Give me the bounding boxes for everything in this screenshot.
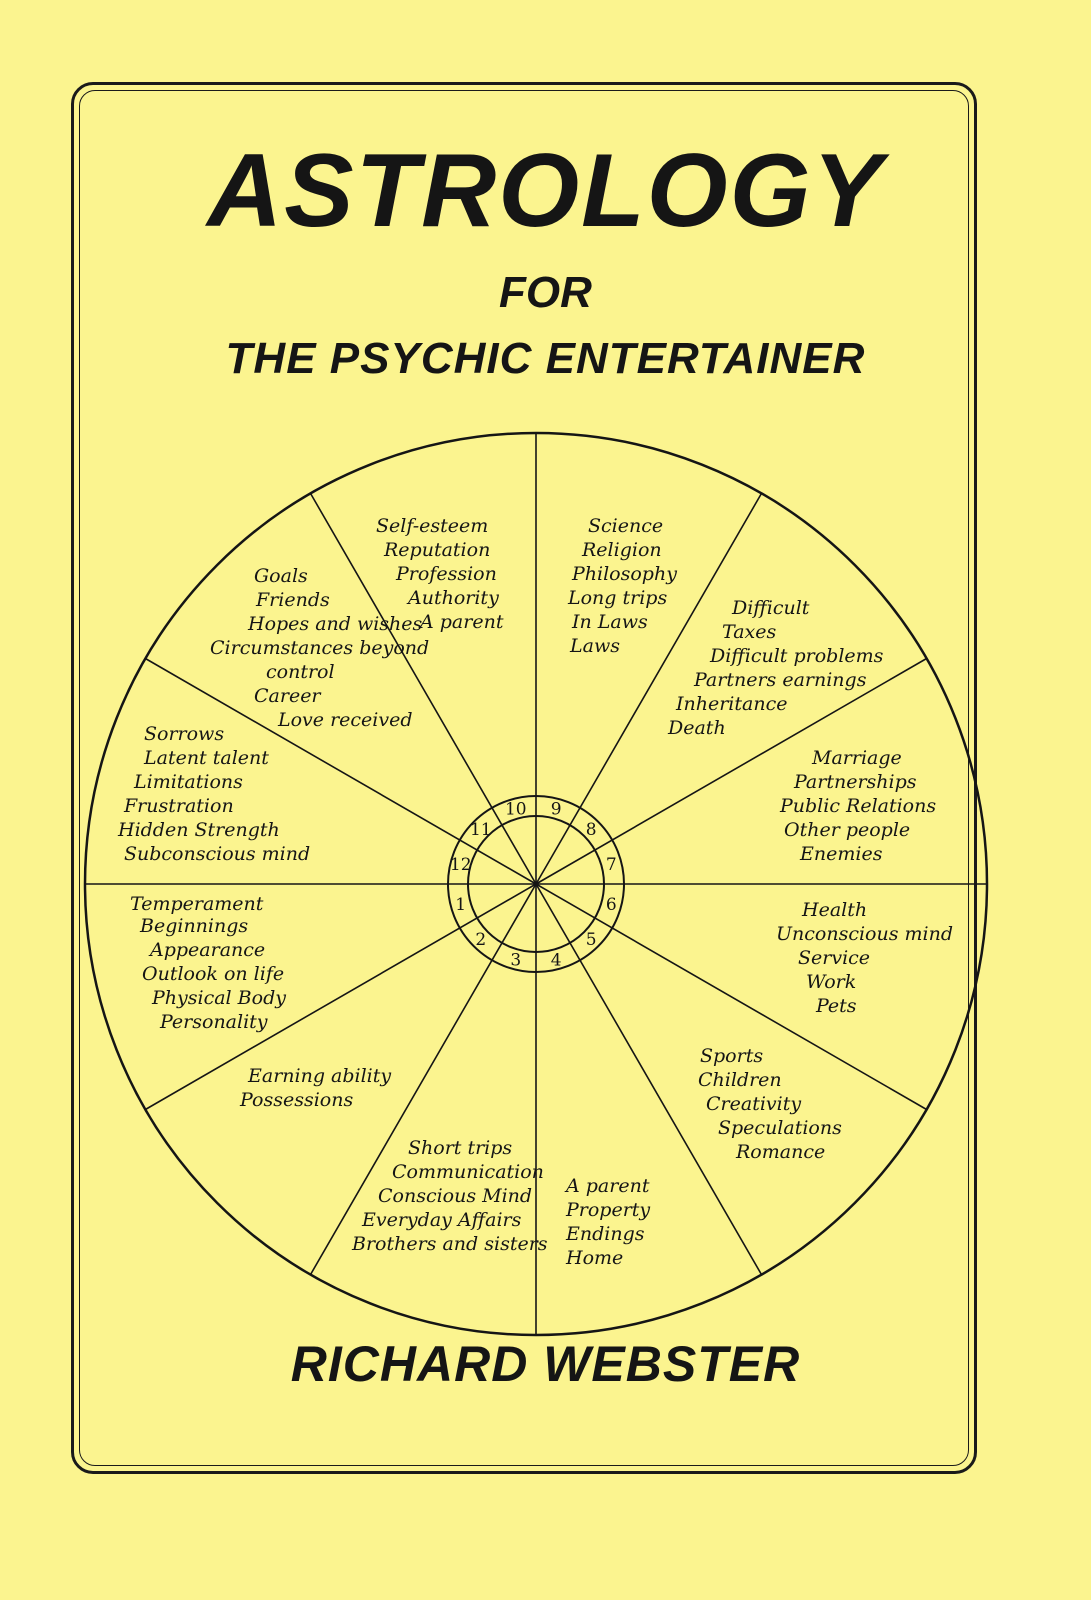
house-divider <box>309 883 537 1275</box>
house-1-keyword: Outlook on life <box>142 963 284 985</box>
house-number-8: 8 <box>586 820 597 840</box>
house-1-keyword: Physical Body <box>151 987 286 1009</box>
house-divider <box>535 493 763 885</box>
house-9-keyword: Long trips <box>567 587 667 609</box>
house-divider <box>535 883 927 1111</box>
house-11-keyword: Goals <box>254 565 308 587</box>
house-2-keyword: Earning ability <box>247 1065 391 1087</box>
house-6-keyword: Health <box>801 899 867 921</box>
house-5-keyword: Creativity <box>706 1093 801 1115</box>
house-9-keyword: In Laws <box>571 611 648 633</box>
house-12-keyword: Hidden Strength <box>117 819 280 841</box>
house-10-keyword: Profession <box>395 563 497 585</box>
house-7-keyword: Enemies <box>799 843 883 865</box>
house-9-keyword: Philosophy <box>571 563 677 585</box>
house-8-keyword: Death <box>667 717 726 739</box>
house-7-keyword: Marriage <box>811 747 902 769</box>
house-10-keyword: Reputation <box>383 539 490 561</box>
house-11-keyword: Circumstances beyond <box>210 637 429 659</box>
house-number-3: 3 <box>510 950 521 970</box>
house-8-keyword: Partners earnings <box>693 669 867 691</box>
house-divider <box>145 883 537 1111</box>
house-3-keyword: Everyday Affairs <box>361 1209 522 1231</box>
house-11-keyword: Love received <box>277 709 413 731</box>
book-title: ASTROLOGY <box>207 133 884 249</box>
house-1-keyword: Temperament <box>130 893 264 915</box>
house-7-keyword: Other people <box>784 819 910 841</box>
house-12-keyword: Frustration <box>123 795 234 817</box>
house-8-keyword: Inheritance <box>675 693 787 715</box>
house-divider <box>535 657 927 885</box>
house-number-2: 2 <box>475 930 486 950</box>
house-6-keyword: Pets <box>815 995 857 1017</box>
house-3-keyword: Conscious Mind <box>378 1185 532 1207</box>
inner-border <box>79 90 969 1466</box>
house-2-keyword: Possessions <box>239 1089 353 1111</box>
house-9-keyword: Science <box>588 515 663 537</box>
house-number-12: 12 <box>450 855 472 875</box>
house-divider <box>145 657 537 885</box>
house-6-keyword: Work <box>806 971 856 993</box>
house-12-keyword: Sorrows <box>144 723 224 745</box>
house-10-keyword: Authority <box>406 587 499 609</box>
house-10-keyword: Self-esteem <box>376 515 488 537</box>
house-number-5: 5 <box>586 930 597 950</box>
house-9-keyword: Religion <box>581 539 662 561</box>
house-11-keyword: Hopes and wishes <box>247 613 423 635</box>
house-number-4: 4 <box>551 950 562 970</box>
house-6-keyword: Service <box>798 947 870 969</box>
house-number-1: 1 <box>455 895 466 915</box>
house-divider <box>535 883 763 1275</box>
house-8-keyword: Difficult problems <box>709 645 884 667</box>
house-11-keyword: control <box>266 661 335 683</box>
house-12-keyword: Subconscious mind <box>124 843 310 865</box>
subtitle-for: FOR <box>499 268 592 317</box>
subtitle-main: THE PSYCHIC ENTERTAINER <box>225 334 866 383</box>
house-10-keyword: A parent <box>418 611 504 633</box>
house-11-keyword: Career <box>254 685 322 707</box>
house-number-11: 11 <box>470 820 492 840</box>
house-7-keyword: Public Relations <box>779 795 936 817</box>
house-number-9: 9 <box>551 800 562 820</box>
house-divider <box>309 493 537 885</box>
house-3-keyword: Brothers and sisters <box>351 1233 548 1255</box>
house-4-keyword: Property <box>565 1199 650 1221</box>
house-9-keyword: Laws <box>569 635 620 657</box>
house-1-keyword: Personality <box>159 1011 268 1033</box>
house-number-6: 6 <box>606 895 617 915</box>
house-5-keyword: Speculations <box>718 1117 842 1139</box>
house-1-keyword: Appearance <box>148 939 265 961</box>
house-number-7: 7 <box>606 855 617 875</box>
house-number-10: 10 <box>505 800 527 820</box>
house-3-keyword: Short trips <box>408 1137 512 1159</box>
house-4-keyword: Endings <box>565 1223 645 1245</box>
house-8-keyword: Difficult <box>731 597 810 619</box>
house-6-keyword: Unconscious mind <box>776 923 953 945</box>
house-4-keyword: A parent <box>564 1175 650 1197</box>
house-5-keyword: Children <box>698 1069 782 1091</box>
house-7-keyword: Partnerships <box>793 771 917 793</box>
house-5-keyword: Sports <box>700 1045 763 1067</box>
house-12-keyword: Latent talent <box>143 747 269 769</box>
house-11-keyword: Friends <box>255 589 330 611</box>
house-5-keyword: Romance <box>735 1141 825 1163</box>
house-1-keyword: Beginnings <box>139 915 248 937</box>
house-4-keyword: Home <box>565 1247 623 1269</box>
author-name: RICHARD WEBSTER <box>290 1336 801 1392</box>
house-8-keyword: Taxes <box>722 621 776 643</box>
house-3-keyword: Communication <box>392 1161 544 1183</box>
house-12-keyword: Limitations <box>133 771 243 793</box>
